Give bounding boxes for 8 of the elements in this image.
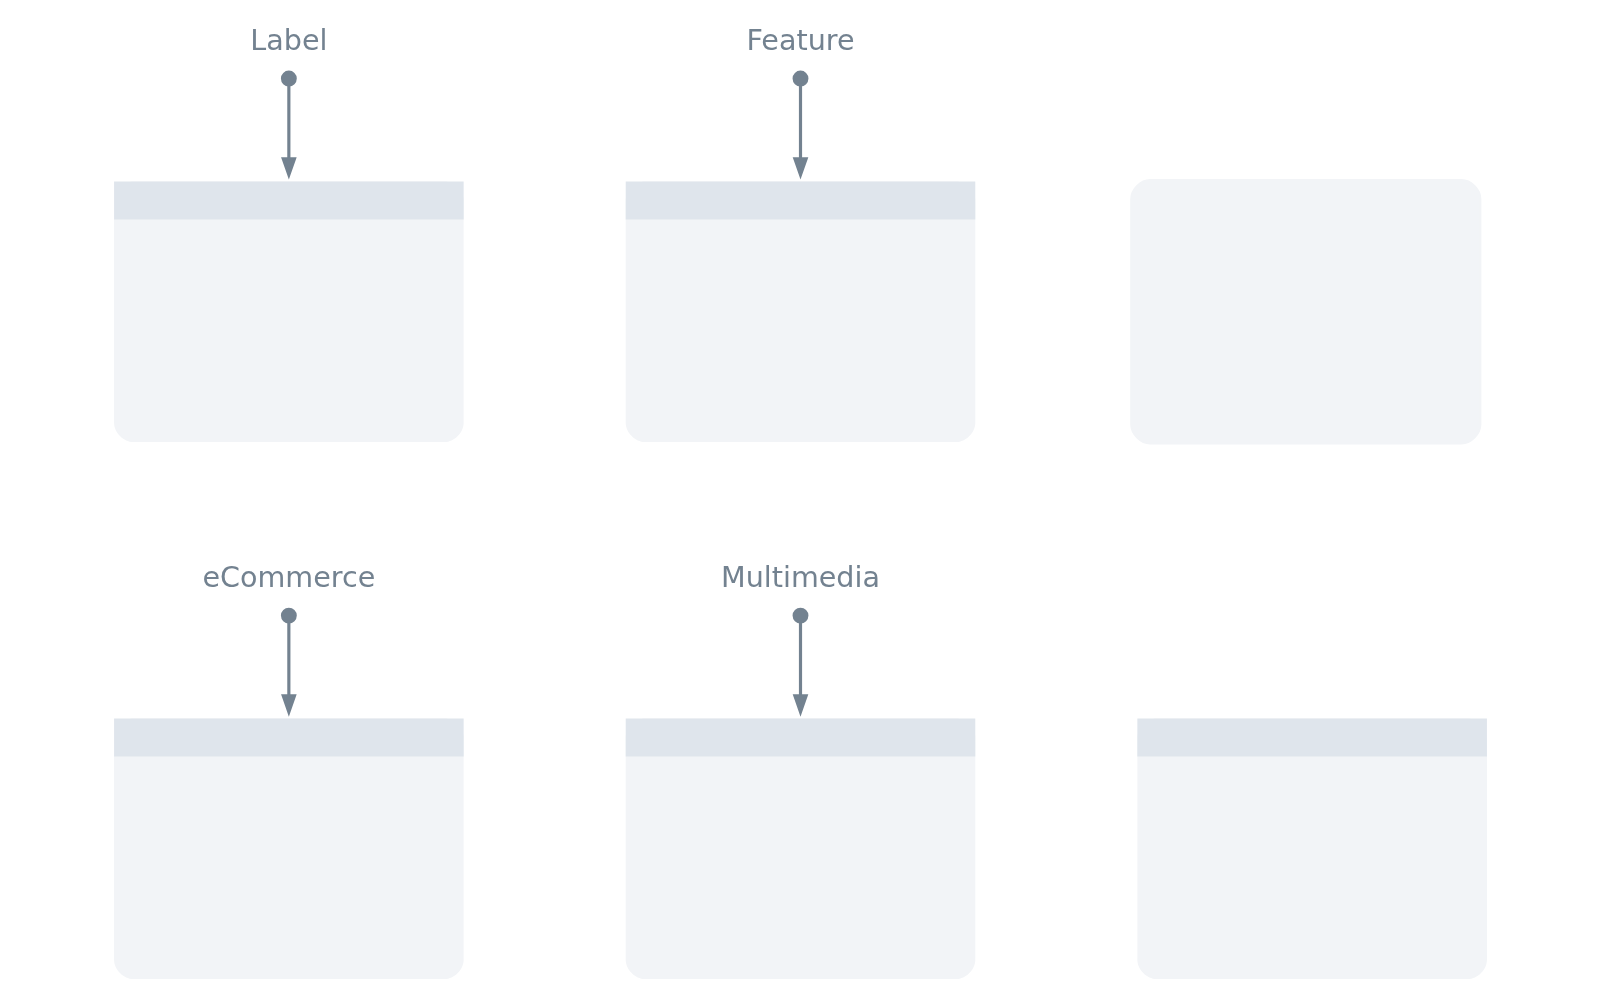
arrow xyxy=(280,607,297,717)
arrow xyxy=(792,607,808,717)
arrow xyxy=(280,70,297,180)
node-text: Multimedia xyxy=(720,560,880,595)
node-text: Label xyxy=(249,23,327,58)
arrow xyxy=(792,70,808,180)
node-text: eCommerce xyxy=(201,560,375,595)
node-text: Feature xyxy=(745,23,855,58)
